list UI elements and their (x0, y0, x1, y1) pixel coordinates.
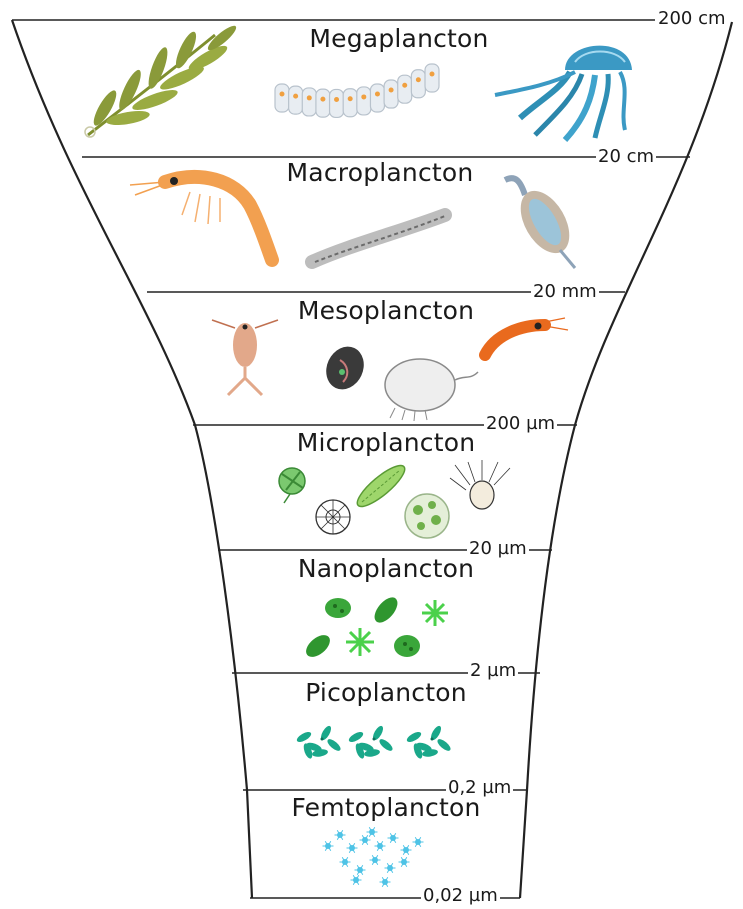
pyrosome-icon (312, 215, 445, 262)
salp-chain-icon (275, 64, 439, 117)
copepod-icon (212, 320, 278, 395)
scale-label-200cm: 200 cm (656, 9, 728, 29)
pennate-diatom-icon (352, 460, 410, 512)
funnel-left-wall (12, 20, 252, 898)
radial-diatom-icon (316, 500, 350, 534)
level-title-megaplancton: Megaplancton (309, 24, 488, 53)
scale-label-20um: 20 µm (467, 539, 529, 559)
level-title-mesoplancton: Mesoplancton (298, 296, 474, 325)
coccolith-cell-icon (405, 494, 449, 538)
level-title-macroplancton: Macroplancton (287, 158, 474, 187)
siphonophore-icon (505, 178, 579, 268)
scale-label-200um: 200 µm (484, 414, 557, 434)
scale-label-20mm: 20 mm (531, 282, 599, 302)
tintinnid-icon (450, 460, 510, 509)
ostracod-icon (319, 340, 370, 395)
shrimp-icon (485, 318, 568, 355)
scale-label-2um: 2 µm (468, 661, 518, 681)
bacteria-clusters-icon (295, 724, 452, 759)
level-title-nanoplancton: Nanoplancton (298, 554, 474, 583)
virus-particles-icon (323, 827, 424, 887)
ctenophore-larva-icon (385, 359, 478, 421)
krill-icon (130, 177, 272, 260)
dinoflagellate-icon (279, 468, 305, 503)
level-title-microplancton: Microplancton (297, 428, 476, 457)
scale-label-02um: 0,2 µm (446, 778, 513, 798)
scale-label-002um: 0,02 µm (421, 886, 500, 906)
scale-label-20cm: 20 cm (596, 147, 656, 167)
level-title-picoplancton: Picoplancton (305, 678, 467, 707)
jellyfish-icon (495, 46, 632, 140)
kelp-icon (85, 23, 239, 137)
